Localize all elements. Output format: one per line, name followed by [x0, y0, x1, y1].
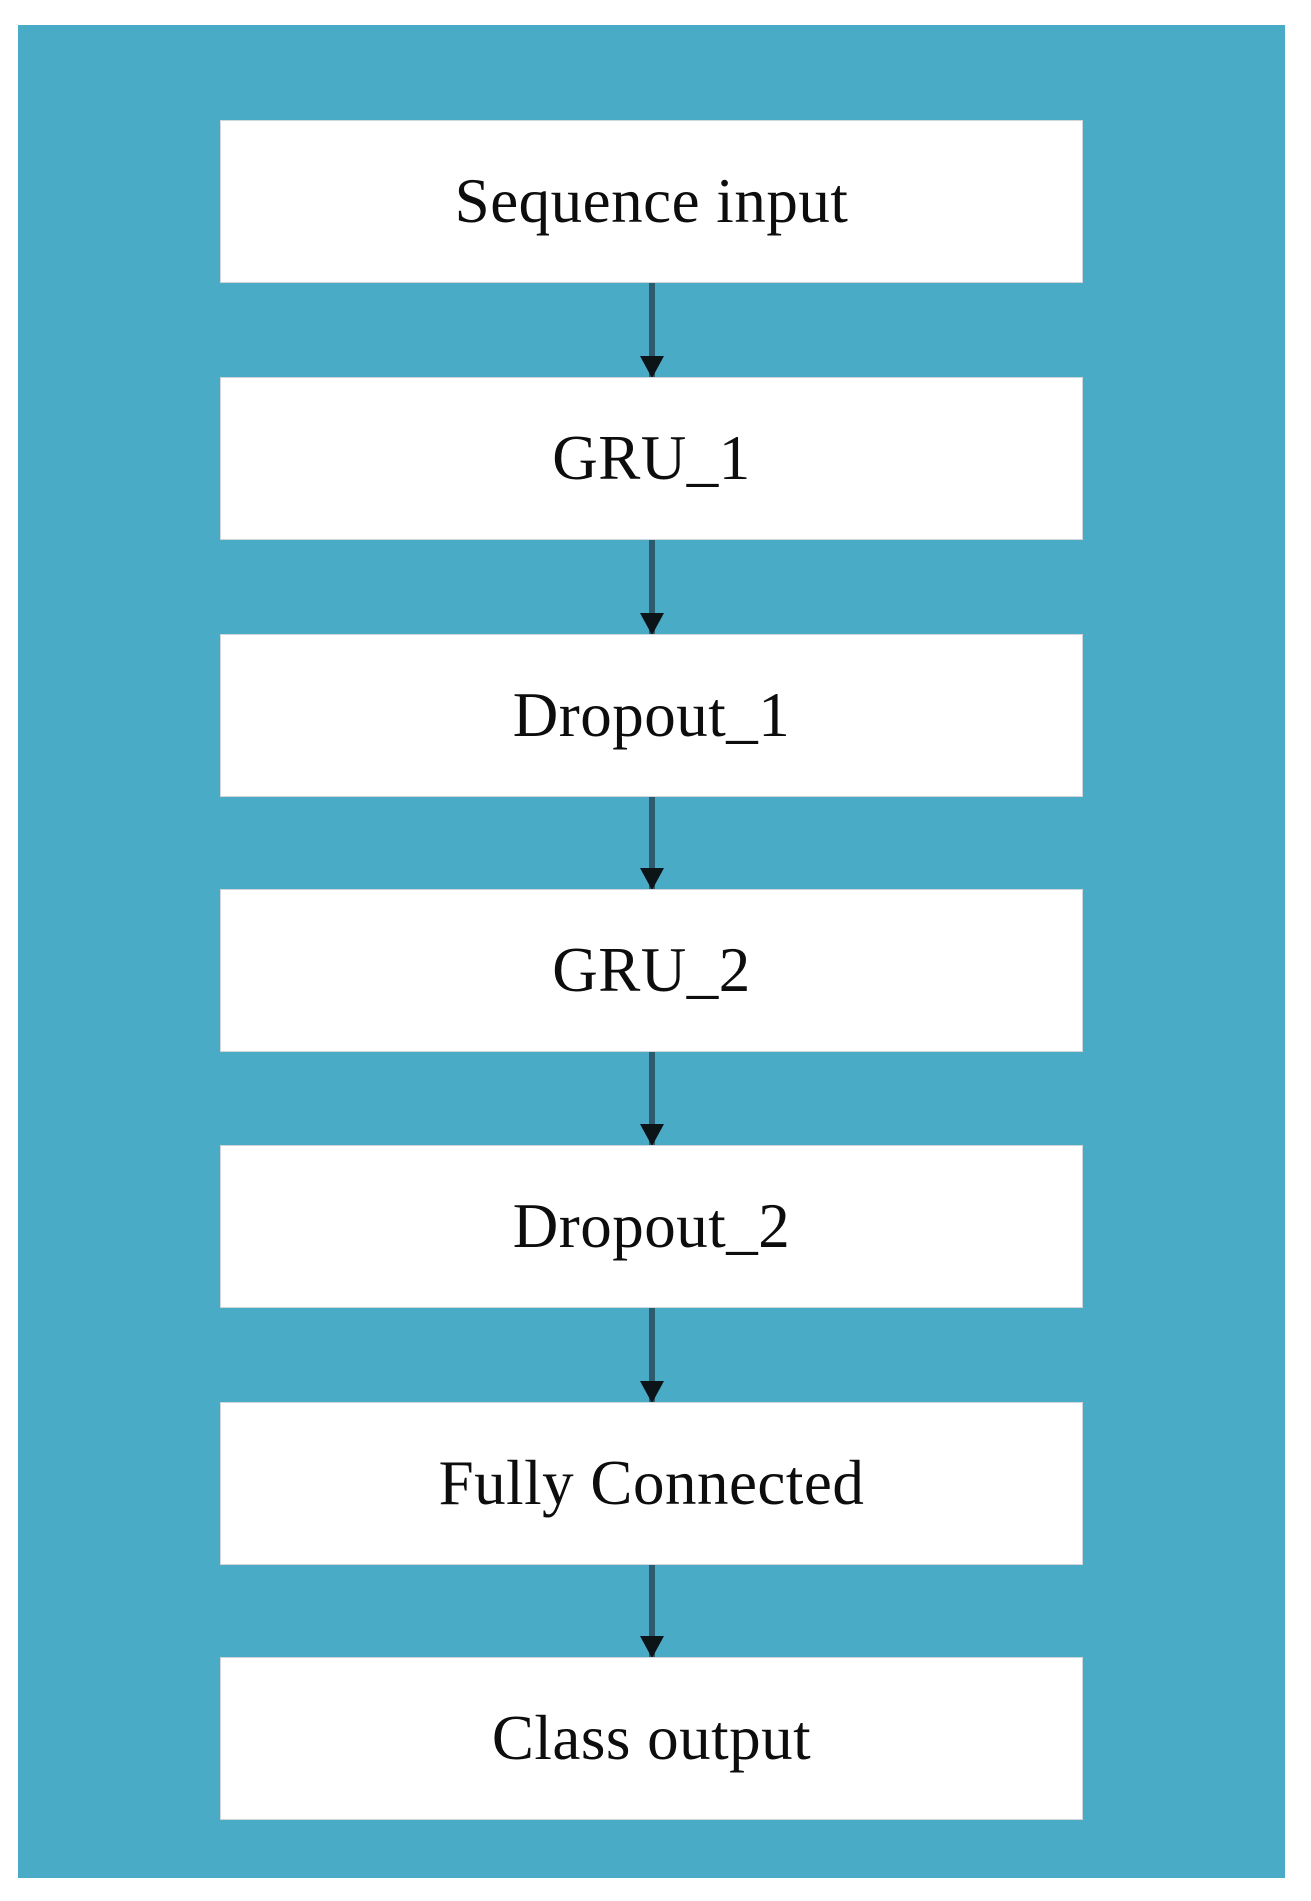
flowchart-node-stack: Sequence input GRU_1 Dropout_1 G — [220, 120, 1083, 1820]
node-label-dropout-1: Dropout_1 — [512, 680, 791, 750]
edge-gru-2-to-dropout-2 — [640, 1052, 664, 1146]
node-sequence-input[interactable]: Sequence input — [220, 120, 1083, 283]
arrow-down-icon — [640, 1381, 664, 1403]
diagram-panel-background: Sequence input GRU_1 Dropout_1 G — [18, 25, 1285, 1878]
node-label-gru-2: GRU_2 — [552, 935, 751, 1005]
node-class-output[interactable]: Class output — [220, 1657, 1083, 1820]
node-label-sequence-input: Sequence input — [454, 166, 849, 236]
node-label-gru-1: GRU_1 — [552, 423, 751, 493]
node-label-fully-connected: Fully Connected — [438, 1448, 865, 1518]
node-gru-1[interactable]: GRU_1 — [220, 377, 1083, 540]
arrow-down-icon — [640, 613, 664, 635]
arrow-stem — [649, 540, 655, 634]
arrow-down-icon — [640, 1124, 664, 1146]
edge-sequence-input-to-gru-1 — [640, 283, 664, 378]
node-gru-2[interactable]: GRU_2 — [220, 889, 1083, 1052]
arrow-stem — [649, 1565, 655, 1657]
edge-fully-connected-to-class-output — [640, 1565, 664, 1658]
arrow-down-icon — [640, 868, 664, 890]
arrow-down-icon — [640, 356, 664, 378]
node-label-class-output: Class output — [491, 1703, 812, 1773]
node-fully-connected[interactable]: Fully Connected — [220, 1402, 1083, 1565]
edge-gru-1-to-dropout-1 — [640, 540, 664, 635]
arrow-down-icon — [640, 1636, 664, 1658]
arrow-stem — [649, 797, 655, 889]
node-dropout-2[interactable]: Dropout_2 — [220, 1145, 1083, 1308]
edge-dropout-2-to-fully-connected — [640, 1308, 664, 1403]
arrow-stem — [649, 1308, 655, 1402]
node-dropout-1[interactable]: Dropout_1 — [220, 634, 1083, 797]
arrow-stem — [649, 1052, 655, 1145]
edge-dropout-1-to-gru-2 — [640, 797, 664, 890]
arrow-stem — [649, 283, 655, 377]
node-label-dropout-2: Dropout_2 — [512, 1191, 791, 1261]
